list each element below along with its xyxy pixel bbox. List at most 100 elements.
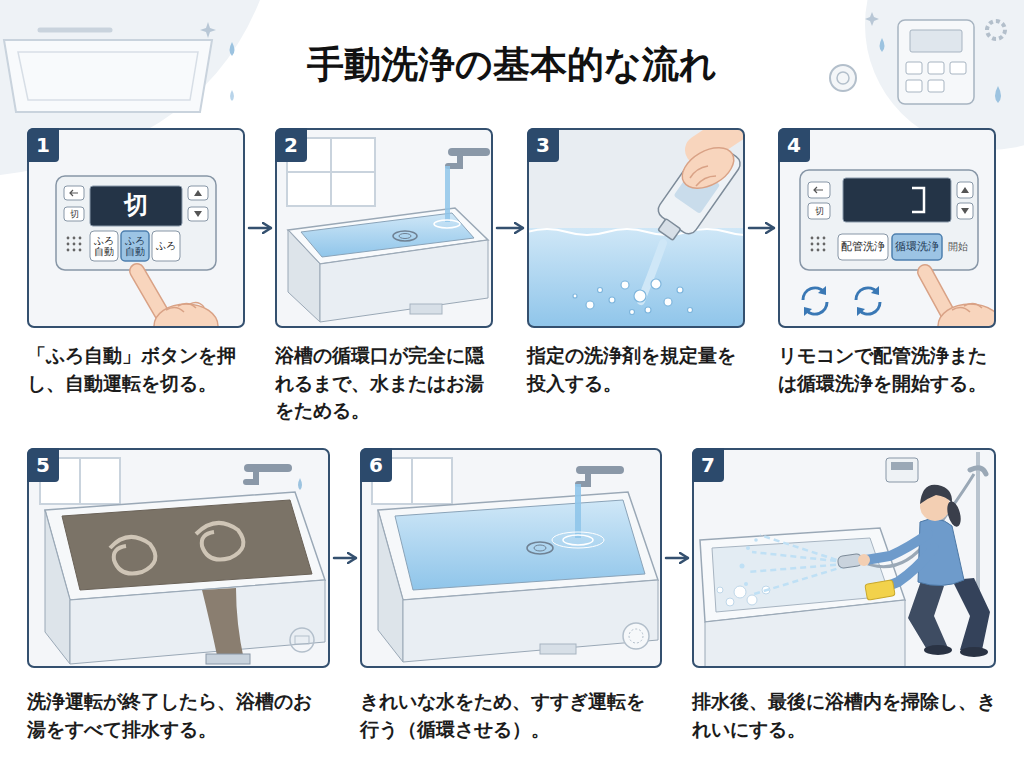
remote-illustration [194, 211, 202, 217]
detergent-illustration [658, 219, 681, 241]
remote-illustration [56, 176, 218, 327]
cleaning-illustration [908, 578, 948, 648]
tub-draining-illustration [110, 537, 155, 574]
remote-illustration [823, 237, 826, 240]
panel-ground [275, 128, 493, 328]
detergent-illustration [528, 228, 744, 327]
step-panel: 7排水後、最後に浴槽内を掃除し、きれいにする。 [692, 448, 996, 743]
cleaning-illustration [726, 598, 734, 606]
detergent-illustration [528, 129, 744, 327]
button-label: 切 [808, 203, 830, 219]
connector-group [249, 228, 774, 558]
tub-rinse-illustration [378, 510, 403, 662]
tub-rinse-illustration [403, 580, 658, 662]
remote-illustration [67, 249, 70, 252]
button-label: ふろ自動 [121, 231, 149, 261]
detergent-illustration [598, 288, 603, 293]
detergent-illustration [621, 281, 629, 289]
remote-illustration [166, 303, 204, 312]
detergent-illustration [688, 308, 693, 313]
cleaning-illustration [740, 538, 758, 586]
tub-draining-illustration [202, 588, 244, 660]
corner-decoration [906, 80, 922, 92]
tub-rinse-illustration [540, 644, 576, 654]
cleaning-illustration [891, 462, 913, 470]
remote-illustration [121, 231, 149, 261]
remote-illustration [838, 234, 888, 260]
cleaning-illustration [865, 580, 895, 601]
step-caption: 洗浄運転が終了したら、浴槽のお湯をすべて排水する。 [27, 688, 330, 743]
tub-draining-illustration [298, 478, 302, 490]
step-number: 2 [275, 128, 307, 162]
step-number: 7 [692, 448, 724, 482]
button-label: ふろ自動 [90, 231, 118, 261]
remote-illustration [912, 188, 924, 212]
panel-frame: 4 [778, 128, 996, 328]
remote-illustration [806, 302, 827, 314]
remote-illustration [188, 186, 208, 200]
button-label: 循環洗浄 [892, 234, 942, 260]
remote-illustration [961, 187, 969, 193]
step-number: 3 [527, 128, 559, 162]
panel-frame: 5 [27, 448, 330, 668]
remote-illustration [67, 237, 70, 240]
remote-illustration [188, 207, 208, 221]
cleaning-illustration [717, 587, 723, 593]
tub-draining-illustration [295, 636, 309, 644]
remote-illustration [823, 243, 826, 246]
tub-filling-illustration [288, 230, 320, 322]
cleaning-illustration [705, 600, 905, 667]
remote-illustration [814, 187, 823, 193]
remote-illustration [800, 170, 978, 270]
remote-illustration [73, 243, 76, 246]
step-number: 4 [778, 128, 810, 162]
tub-filling-illustration [393, 231, 417, 241]
detergent-illustration [700, 129, 744, 150]
panel-frame: 7 [692, 448, 996, 668]
panel-frame: 6 [360, 448, 662, 668]
detergent-illustration [634, 290, 646, 302]
remote-illustration [90, 231, 118, 261]
tub-draining-illustration [206, 654, 250, 664]
cleaning-illustration [740, 564, 745, 569]
cleaning-illustration [748, 535, 846, 594]
flow-arrow [749, 227, 774, 230]
cleaning-illustration [712, 538, 890, 612]
cleaning-illustration [754, 538, 758, 542]
cleaning-illustration [970, 468, 986, 474]
corner-decoration [898, 20, 974, 104]
panel-ground [527, 128, 745, 328]
tub-filling-illustration [287, 138, 488, 322]
remote-illustration [64, 186, 84, 200]
button-label: 配管洗浄 [838, 234, 888, 260]
remote-illustration [194, 190, 202, 196]
detergent-illustration [528, 229, 744, 235]
corner-decoration [4, 40, 212, 112]
remote-illustration [79, 249, 82, 252]
remote-illustration [817, 243, 820, 246]
remote-illustration [70, 190, 78, 196]
detergent-illustration [573, 294, 577, 298]
cleaning-illustration [952, 578, 990, 650]
remote-illustration [818, 286, 826, 295]
tub-filling-illustration [445, 166, 450, 222]
step-panel: 2浴槽の循環口が完全に隠れるまで、水またはお湯をためる。 [275, 128, 493, 425]
remote-illustration [938, 304, 995, 327]
panel-ground [27, 448, 330, 668]
tub-draining-illustration [62, 500, 312, 590]
tub-filling-illustration [320, 240, 488, 322]
corner-decoration [928, 80, 944, 92]
cleaning-illustration [746, 546, 750, 550]
corner-decoration [865, 12, 879, 26]
remote-illustration [804, 307, 812, 316]
step-caption: 指定の洗浄剤を規定量を投入する。 [527, 342, 745, 397]
remote-illustration [856, 288, 877, 300]
step-panel: 5 洗浄運転が終了したら、浴槽のお湯をすべて排水する。 [27, 448, 330, 743]
cleaning-illustration [700, 452, 990, 667]
corner-decoration [880, 38, 885, 52]
cleaning-illustration [945, 500, 963, 528]
corner-decoration [200, 22, 216, 38]
corner-decoration [950, 62, 966, 74]
remote-illustration [811, 243, 814, 246]
